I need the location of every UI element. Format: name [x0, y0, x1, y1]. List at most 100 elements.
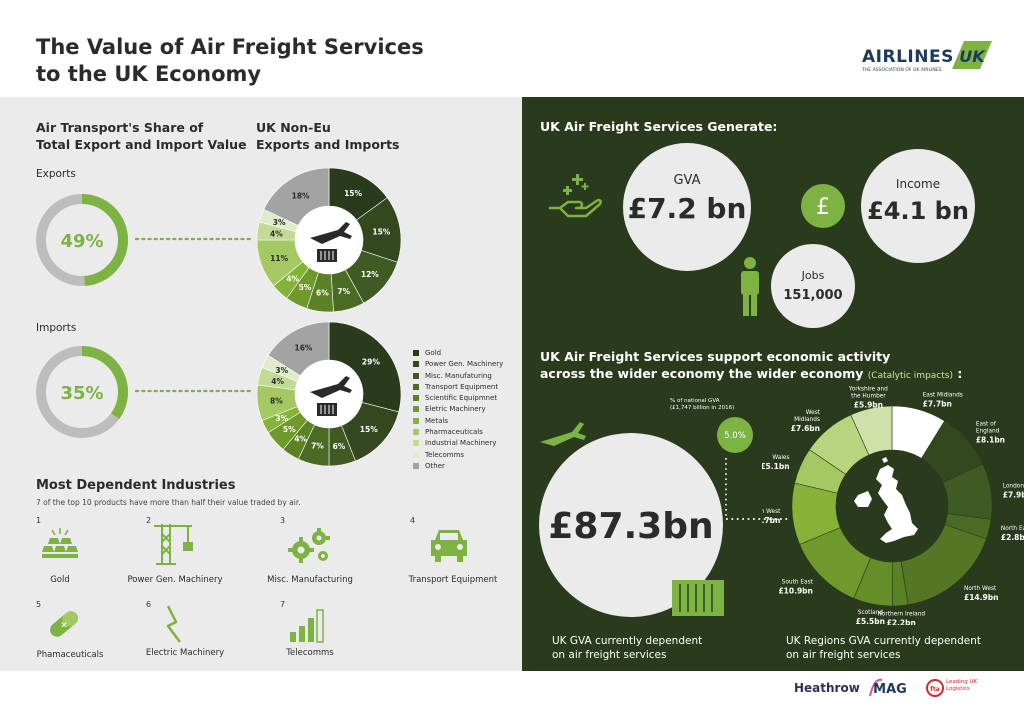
gva-value: £7.2 bn — [628, 192, 747, 225]
donut-slice-label: 4% — [270, 229, 283, 238]
legend-item: Power Gen. Machinery — [413, 360, 503, 371]
legend-label: Telecomms — [425, 450, 465, 459]
uk-map-icon — [854, 457, 918, 543]
region-name: Scotland — [858, 610, 884, 616]
region-value: £5.9bn — [854, 401, 883, 410]
mag-logo[interactable]: MAG — [868, 676, 907, 698]
legend-swatch — [413, 440, 419, 447]
donut-slice-label: 3% — [273, 218, 286, 227]
industries-heading: Most Dependent Industries — [36, 478, 236, 493]
exports-plane-icon — [310, 222, 352, 244]
region-name: Yorkshire and — [848, 387, 888, 393]
region-value: £2.8bn — [1001, 533, 1024, 542]
crane-icon — [154, 524, 193, 565]
region-name: South West — [762, 509, 781, 515]
logo-tagline: THE ASSOCIATION OF UK AIRLINES — [862, 68, 942, 73]
region-name: North East — [1001, 526, 1024, 532]
pound-icon: £ — [801, 184, 845, 228]
total-gva-value: £87.3bn — [548, 506, 713, 547]
person-icon — [741, 257, 759, 316]
region-name: West — [806, 410, 821, 416]
page-title: The Value of Air Freight Services to the… — [36, 35, 424, 86]
industry-label-pharmaceuticals: Phamaceuticals — [36, 650, 104, 660]
jobs-value: 151,000 — [783, 288, 842, 303]
legend-item: Eletric Machinery — [413, 405, 503, 416]
legend-label: Misc. Manufaturing — [425, 371, 492, 380]
donut-slice-label: 3% — [275, 414, 288, 423]
legend-swatch — [413, 462, 419, 469]
national-gva-value: 5.0% — [724, 431, 746, 441]
donut-slice-label: 11% — [270, 254, 288, 263]
region-name: London — [1003, 483, 1024, 489]
total-gva-caption: UK GVA currently dependent on air freigh… — [552, 635, 703, 661]
region-name: the Humber — [851, 394, 886, 400]
industry-label-power-gen: Power Gen. Machinery — [127, 575, 223, 585]
heathrow-logo[interactable]: Heathrow — [794, 681, 860, 695]
imports-container-icon — [317, 403, 337, 416]
donut-slice-label: 15% — [344, 189, 362, 198]
legend-label: Transport Equipment — [425, 382, 499, 391]
generate-heading: UK Air Freight Services Generate: — [540, 119, 778, 134]
exports-share-value: 49% — [60, 231, 103, 252]
lightning-icon — [166, 605, 181, 643]
legend-label: Eletric Machinery — [425, 405, 486, 414]
gva-label: GVA — [673, 173, 700, 188]
industry-number: 6 — [146, 600, 152, 609]
region-value: £7.6bn — [791, 424, 820, 433]
industry-number: 1 — [36, 516, 42, 525]
legend-swatch — [413, 372, 419, 379]
legend-item: Gold — [413, 349, 503, 360]
donut-slice-label: 6% — [333, 442, 346, 451]
income-value: £4.1 bn — [867, 197, 969, 225]
legend-swatch — [413, 429, 419, 436]
legend-swatch — [413, 451, 419, 458]
regions-caption: UK Regions GVA currently dependent on ai… — [786, 635, 981, 661]
donut-slice-label: 29% — [362, 358, 380, 367]
donut-slice-label: 6% — [316, 289, 329, 298]
legend-swatch — [413, 395, 419, 402]
legend-item: Transport Equipment — [413, 383, 503, 394]
exports-donut-slices — [256, 167, 402, 313]
legend-label: Pharmaceuticals — [425, 428, 483, 437]
total-gva-circle: £87.3bn — [539, 433, 723, 617]
imports-donut-labels: 29%15%6%7%4%5%3%8%4%3%16% — [270, 344, 380, 452]
legend-swatch — [413, 383, 419, 390]
airplane-icon — [540, 422, 586, 446]
national-gva-note: % of national GVA (£1,747 billion in 201… — [670, 398, 735, 411]
exports-container-icon — [317, 249, 337, 262]
legend-label: Gold — [425, 349, 442, 357]
donut-slice-label: 7% — [311, 442, 324, 451]
donut-slice-label: 18% — [292, 191, 310, 200]
share-heading: Air Transport's Share of Total Export an… — [36, 120, 247, 152]
industry-label-misc-manufacturing: Misc. Manufacturing — [267, 575, 353, 585]
region-value: £5.5bn — [856, 617, 885, 625]
container-icon — [672, 580, 724, 616]
industry-number: 2 — [146, 516, 152, 525]
legend-label: Other — [425, 461, 445, 470]
industry-label-electric-machinery: Electric Machinery — [145, 648, 225, 658]
national-gva-badge: 5.0% — [717, 417, 753, 453]
industry-label-telecomms: Telecomms — [286, 648, 334, 658]
region-name: East of — [976, 422, 997, 428]
airlines-uk-logo[interactable]: AIRLINES UK THE ASSOCIATION OF UK AIRLIN… — [862, 37, 992, 77]
region-value: £7.9bn — [1003, 490, 1024, 499]
logo-badge-text: UK — [959, 47, 986, 66]
imports-donut-chart: 29%15%6%7%4%5%3%8%4%3%16% — [256, 321, 402, 467]
exports-donut-chart: 15%15%12%7%6%5%4%11%4%3%18% — [256, 167, 402, 313]
industry-label-gold: Gold — [50, 575, 70, 585]
fta-logo-text: Leading UK Logistics — [946, 679, 978, 692]
donut-slice-label: 15% — [372, 228, 390, 237]
mag-logo-text: MAG — [873, 682, 906, 697]
fta-logo[interactable]: fta Leading UK Logistics — [926, 679, 996, 701]
fta-mark: fta — [930, 686, 940, 693]
legend-item: Telecomms — [413, 451, 503, 462]
imports-share-ring: 35% — [36, 346, 128, 438]
donut-slice-label: 5% — [299, 283, 312, 292]
imports-plane-icon — [310, 376, 352, 398]
legend-swatch — [413, 350, 419, 356]
fta-logo-icon: fta — [926, 679, 944, 697]
jobs-circle: Jobs 151,000 — [771, 244, 855, 328]
exports-label: Exports — [36, 168, 76, 180]
